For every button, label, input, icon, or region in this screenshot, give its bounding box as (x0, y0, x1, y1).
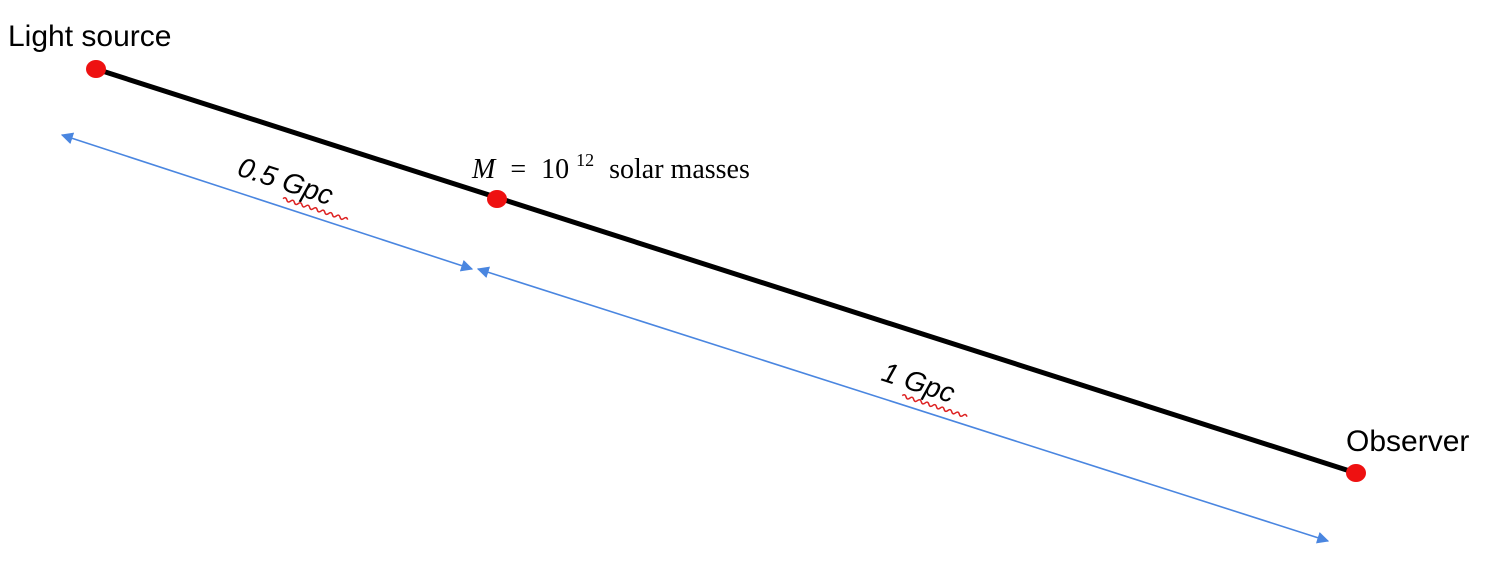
line-of-sight (93, 66, 1359, 476)
mass-base: 10 (541, 154, 569, 185)
source-label: Light source (8, 20, 171, 53)
distance-label-source-lens: 0.5 Gpc (234, 151, 337, 211)
distance-arrow-lens-observer (476, 266, 1330, 544)
distance-label-lens-observer-group: 1 Gpc (878, 356, 969, 419)
observer-label: Observer (1346, 425, 1469, 458)
observer-point (1346, 464, 1366, 482)
source-point (86, 60, 106, 78)
mass-exponent: 12 (576, 150, 594, 170)
mass-unit: solar masses (609, 154, 750, 185)
mass-label: M = 10 12 solar masses (471, 142, 750, 185)
lens-point (487, 190, 507, 208)
mass-equals: = (510, 154, 526, 185)
mass-symbol: M (471, 154, 497, 185)
distance-arrow-source-lens (60, 132, 474, 272)
